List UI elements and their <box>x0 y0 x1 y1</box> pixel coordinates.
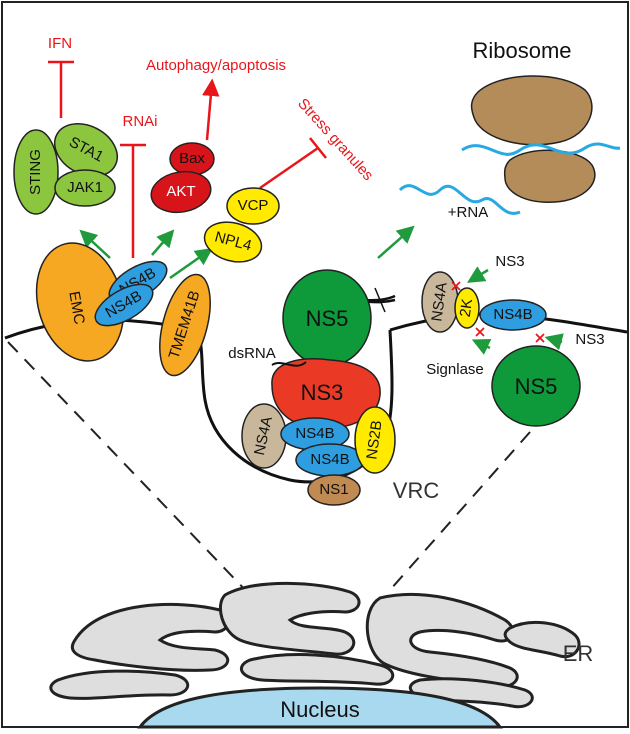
dsrna-label: dsRNA <box>228 345 276 362</box>
nucleus-shape <box>137 686 503 729</box>
akt-label: AKT <box>166 183 195 200</box>
sting-label: STING <box>27 149 44 195</box>
jak1-label: JAK1 <box>67 179 103 196</box>
ns3-label-vrc: NS3 <box>301 380 344 405</box>
vrc-membrane-pocket <box>193 328 394 484</box>
sting-protein <box>13 129 59 215</box>
er-label: ER <box>563 641 594 666</box>
ns3-label-cleavage-b: NS3 <box>575 331 604 348</box>
signlase-label: Signlase <box>426 361 484 378</box>
vcp-label: VCP <box>238 197 269 214</box>
nucleus-label: Nucleus <box>280 697 359 722</box>
ns1-label: NS1 <box>319 481 348 498</box>
vrc-label: VRC <box>393 478 440 503</box>
zoom-line-right <box>389 431 531 591</box>
twok-label: 2K <box>457 298 476 319</box>
emc-label: EMC <box>65 290 88 326</box>
ns5-label-vrc: NS5 <box>306 306 349 331</box>
jak1-protein <box>54 169 116 207</box>
ns4b-label-vrc-a: NS4B <box>295 425 334 442</box>
twok-protein <box>454 287 480 329</box>
ns5-label-right: NS5 <box>515 374 558 399</box>
activation-arrows <box>79 225 564 355</box>
ns4b-protein-left-b <box>94 283 154 327</box>
ns3-label-cleavage-a: NS3 <box>495 253 524 270</box>
endoplasmic-reticulum <box>49 581 581 709</box>
stress-granules-label: Stress granules <box>294 95 376 184</box>
ns4b-label-right: NS4B <box>493 306 532 323</box>
akt-protein <box>150 170 212 214</box>
rnai-label: RNAi <box>122 113 157 130</box>
bax-label: Bax <box>179 150 205 167</box>
cleavage-site-marks <box>451 281 545 343</box>
tmem41b-protein <box>159 273 211 377</box>
plus-rna-strand <box>398 184 521 215</box>
ribosome-label: Ribosome <box>472 38 571 63</box>
ns2b-protein <box>354 406 396 474</box>
arrow-to-autophagy <box>202 78 220 141</box>
ns1-protein <box>307 474 361 506</box>
ns4b-protein-right <box>479 299 547 331</box>
vcp-protein <box>226 187 280 225</box>
plus-rna-label: +RNA <box>448 204 488 221</box>
ns4b-label-vrc-b: NS4B <box>310 451 349 468</box>
autophagy-label: Autophagy/apoptosis <box>146 57 286 74</box>
dsrna-strand <box>271 361 307 367</box>
ribosome <box>461 75 621 203</box>
ifn-label: IFN <box>48 35 72 52</box>
ns5-protein-right <box>491 345 581 427</box>
inhibition-marks <box>48 60 327 258</box>
ns2b-label: NS2B <box>363 419 385 460</box>
ns4a-label-right: NS4A <box>428 281 450 322</box>
zoom-line-left <box>7 341 251 596</box>
npl4-protein <box>203 221 263 263</box>
